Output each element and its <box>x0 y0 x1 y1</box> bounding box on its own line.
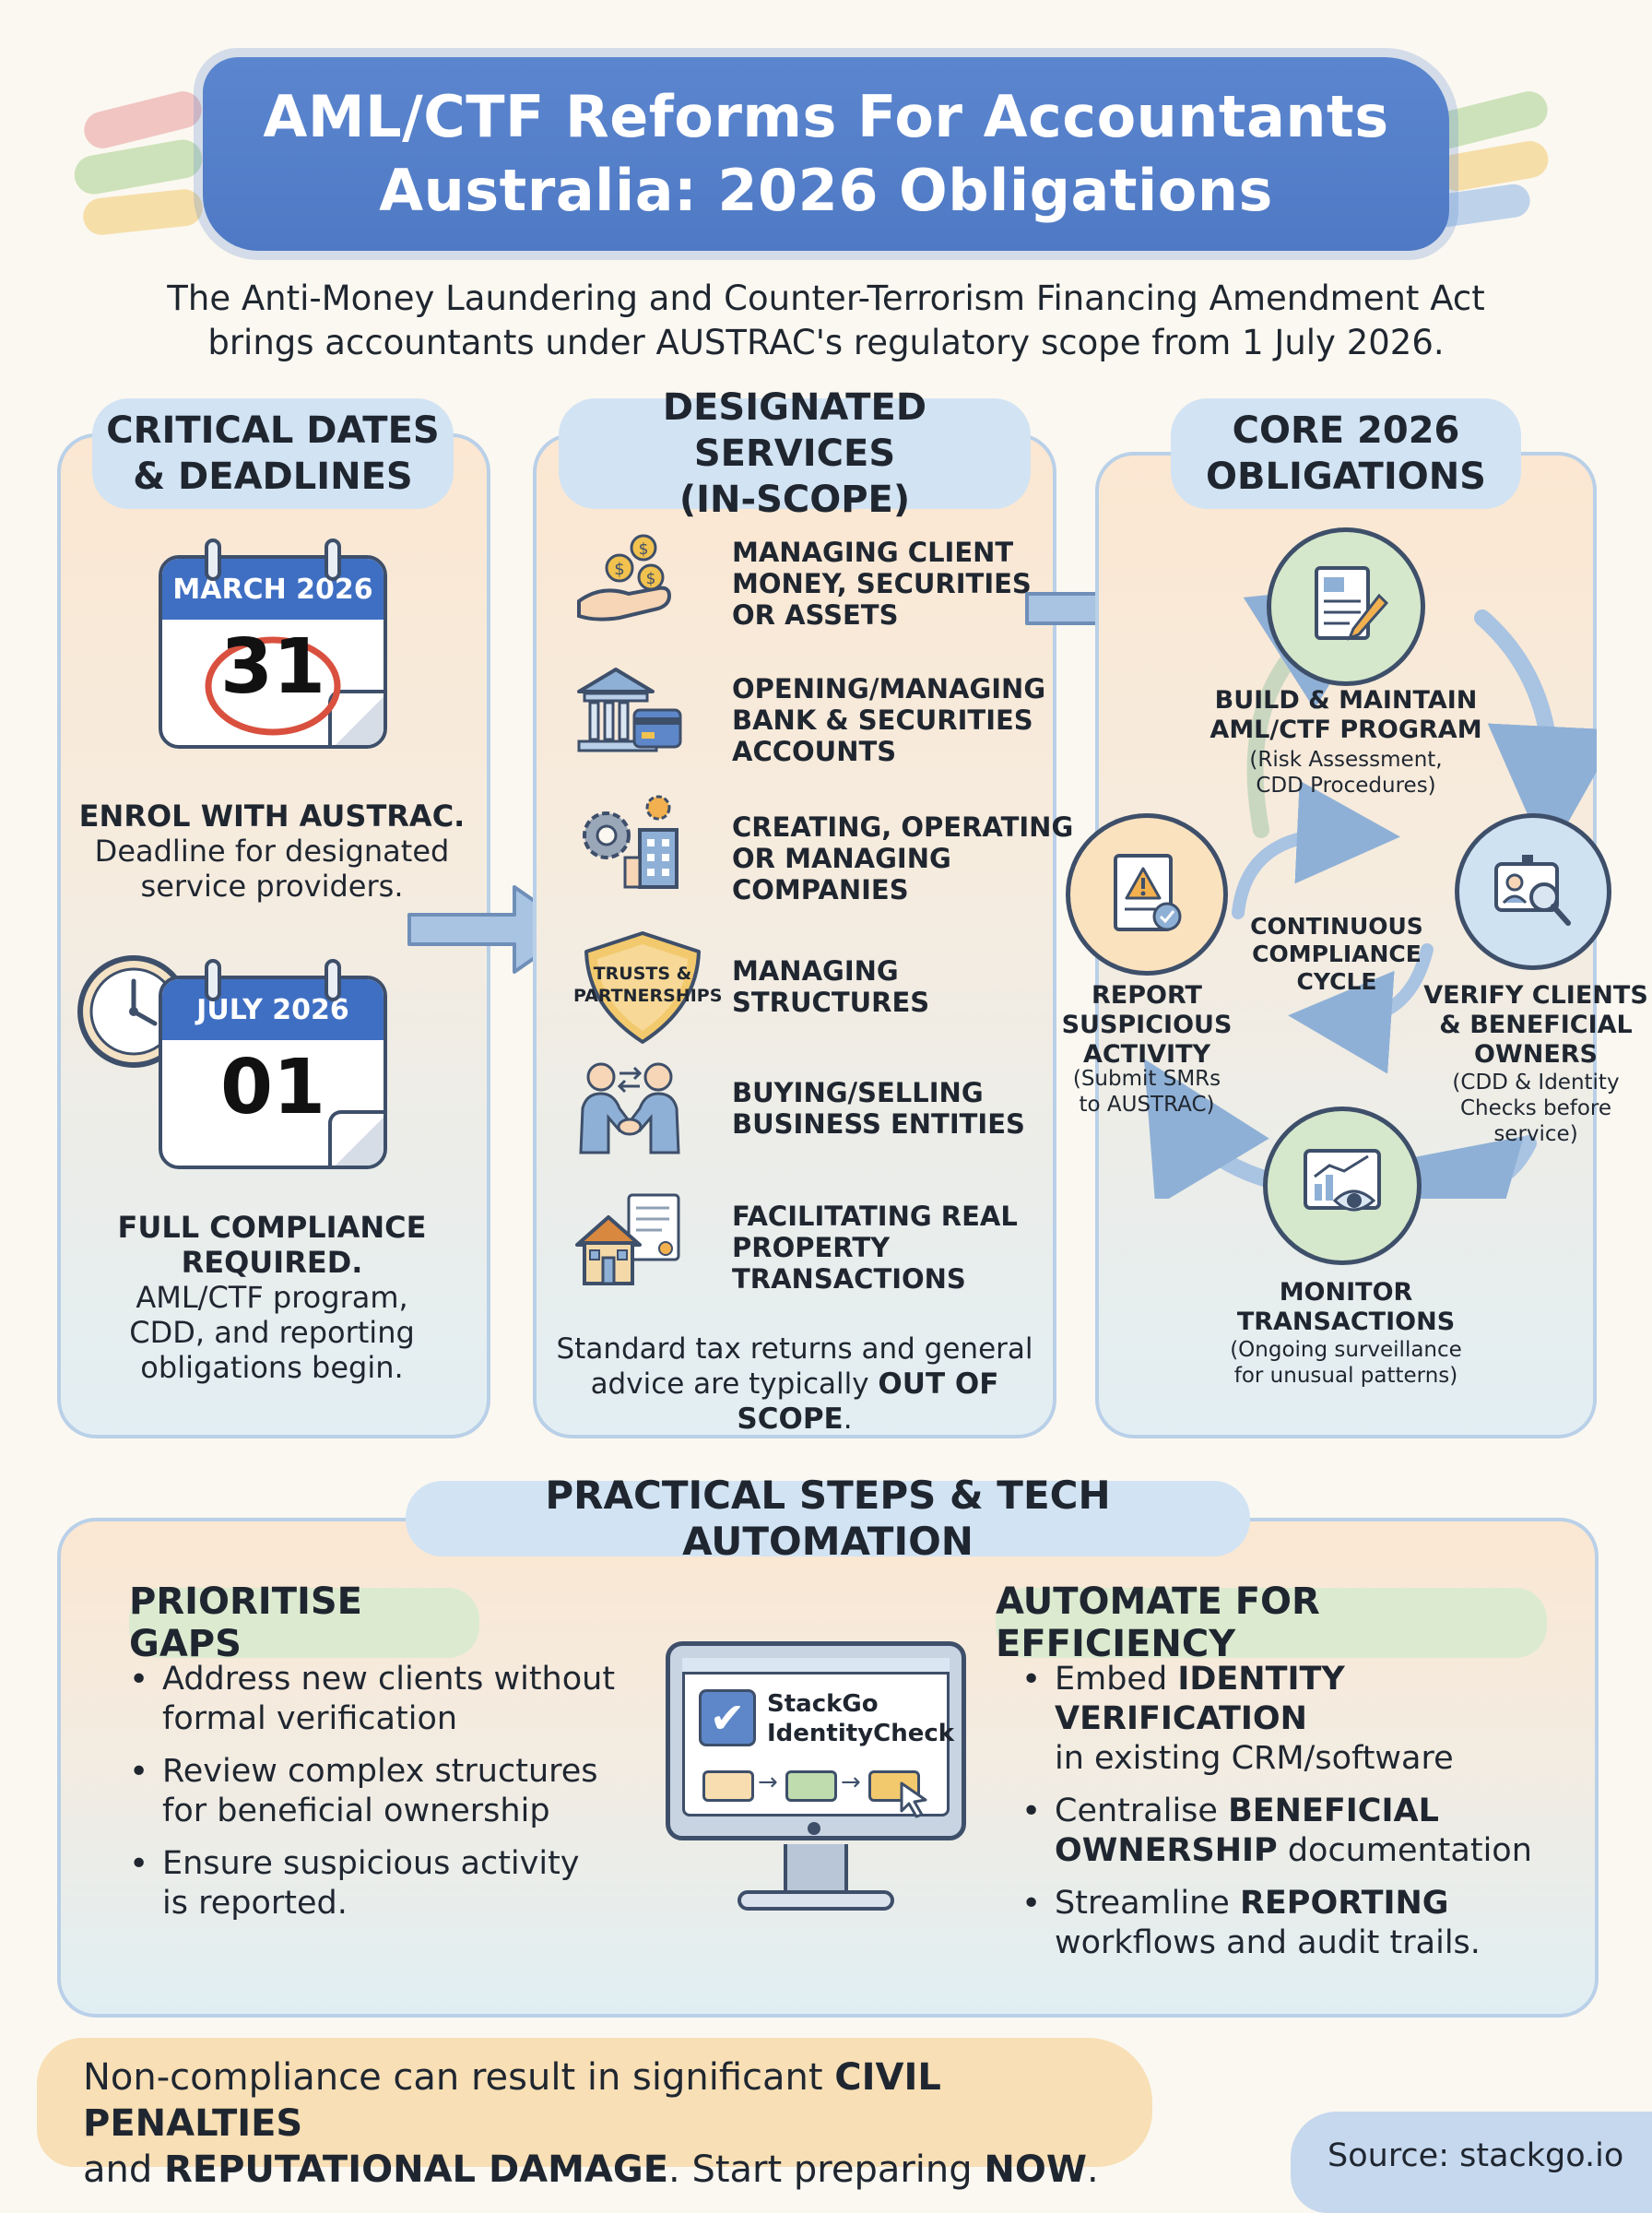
page-title-line-1: AML/CTF Reforms For Accountants <box>263 83 1389 150</box>
shield-label: TRUSTS & PARTNERSHIPS <box>573 964 723 1006</box>
source-band <box>1291 2112 1652 2213</box>
handshake-icon <box>579 1062 680 1154</box>
enrol-desc-2: service providers. <box>140 869 404 904</box>
enrol-text: ENROL WITH AUSTRAC. Deadline for designa… <box>74 799 470 904</box>
enrol-desc-1: Deadline for designated <box>94 834 450 869</box>
automate-heading: AUTOMATE FOR EFFICIENCY <box>996 1580 1547 1665</box>
monitor-transactions-node <box>1263 1106 1422 1265</box>
build-program-sub: (Risk Assessment,CDD Procedures) <box>1249 748 1443 798</box>
source-link[interactable]: Source: stackgo.io <box>1328 2137 1624 2174</box>
svg-text:$: $ <box>614 560 624 579</box>
out-of-scope-note: Standard tax returns and general advice … <box>556 1332 1033 1436</box>
warning-text: Non-compliance can result in significant… <box>83 2056 1099 2191</box>
list-item: Centralise BENEFICIAL OWNERSHIP document… <box>1018 1792 1571 1871</box>
dates-heading-line-2: & DEADLINES <box>133 456 413 498</box>
red-circle-icon <box>205 636 341 736</box>
warning-band <box>37 2038 1152 2167</box>
page-title-line-2: Australia: 2026 Obligations <box>379 157 1273 224</box>
checkbox-icon: ✔ <box>699 1689 756 1746</box>
gears-building-icon <box>583 795 678 889</box>
calendar-day: 01 <box>219 1044 326 1131</box>
automate-list: Embed IDENTITY VERIFICATION in existing … <box>1018 1660 1571 1976</box>
obligations-heading-line-1: CORE 2026 <box>1232 409 1460 452</box>
services-heading-line-2: (IN-SCOPE) <box>678 479 911 521</box>
title-banner: AML/CTF Reforms For Accountants Australi… <box>203 57 1449 251</box>
enrol-bold: ENROL WITH AUSTRAC. <box>78 799 466 834</box>
calendar-month: MARCH 2026 <box>162 559 384 620</box>
compliance-bold-2: REQUIRED. <box>181 1245 363 1280</box>
services-heading-line-1: DESIGNATED SERVICES <box>662 386 927 475</box>
compliance-desc-2: CDD, and reporting <box>129 1315 415 1350</box>
compliance-bold-1: FULL COMPLIANCE <box>117 1210 427 1245</box>
calendar-month: JULY 2026 <box>162 979 384 1040</box>
house-document-icon <box>575 1193 680 1285</box>
services-heading: DESIGNATED SERVICES (IN-SCOPE) <box>559 386 1031 521</box>
intro-line-2: brings accountants under AUSTRAC's regul… <box>207 323 1445 362</box>
dates-heading: CRITICAL DATES & DEADLINES <box>92 398 454 509</box>
report-activity-node <box>1066 813 1228 976</box>
build-program-node <box>1267 527 1425 686</box>
svg-text:$: $ <box>646 570 656 588</box>
verify-clients-node <box>1455 813 1611 970</box>
calendar-march-icon: MARCH 2026 31 <box>159 538 387 749</box>
calendar-july-icon: JULY 2026 01 <box>159 959 387 1169</box>
warning-document-icon <box>1114 854 1182 931</box>
money-hand-icon: $ $ $ <box>577 534 672 621</box>
intro-text: The Anti-Money Laundering and Counter-Te… <box>101 277 1551 365</box>
list-item: Streamline REPORTING workflows and audit… <box>1018 1884 1571 1963</box>
obligations-heading: CORE 2026 OBLIGATIONS <box>1171 398 1521 509</box>
compliance-text: FULL COMPLIANCE REQUIRED. AML/CTF progra… <box>74 1210 470 1385</box>
title-banner-wrap: AML/CTF Reforms For Accountants Australi… <box>71 37 1552 267</box>
shield-icon <box>584 931 701 1044</box>
obligations-heading-line-2: OBLIGATIONS <box>1205 456 1486 498</box>
cursor-icon <box>900 1781 927 1818</box>
chart-eye-icon <box>1304 1149 1381 1212</box>
intro-line-1: The Anti-Money Laundering and Counter-Te… <box>167 278 1485 318</box>
svg-text:$: $ <box>639 540 649 559</box>
list-item: Embed IDENTITY VERIFICATION in existing … <box>1018 1660 1571 1779</box>
id-magnifier-icon <box>1494 855 1571 926</box>
prioritise-heading: PRIORITISE GAPS <box>129 1580 479 1665</box>
compliance-desc-3: obligations begin. <box>140 1350 404 1385</box>
bank-card-icon <box>577 668 682 752</box>
calendar-day: 31 <box>219 623 326 711</box>
dates-heading-line-1: CRITICAL DATES <box>106 409 440 452</box>
practical-heading: PRACTICAL STEPS & TECH AUTOMATION <box>406 1473 1250 1564</box>
document-pen-icon <box>1315 566 1389 641</box>
compliance-desc-1: AML/CTF program, <box>136 1280 408 1315</box>
